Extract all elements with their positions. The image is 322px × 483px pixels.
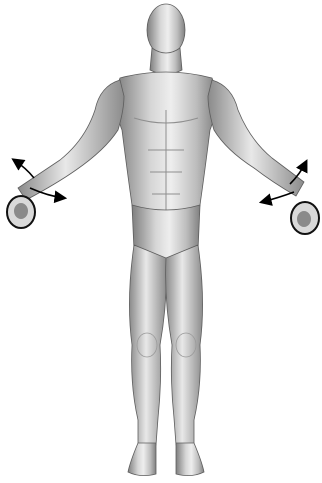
right-wrist-marker <box>291 202 319 234</box>
human-figure <box>18 4 304 476</box>
left-wrist-marker <box>7 196 35 228</box>
figure-right-arm <box>208 80 304 196</box>
figure-left-foot <box>128 443 156 476</box>
figure-left-arm <box>18 80 124 200</box>
figure-right-foot <box>176 443 204 476</box>
figure-right-leg <box>166 245 203 445</box>
figure-left-leg <box>129 245 166 445</box>
left-wrist-marker-inner <box>14 203 28 219</box>
right-wrist-marker-inner <box>297 211 311 227</box>
